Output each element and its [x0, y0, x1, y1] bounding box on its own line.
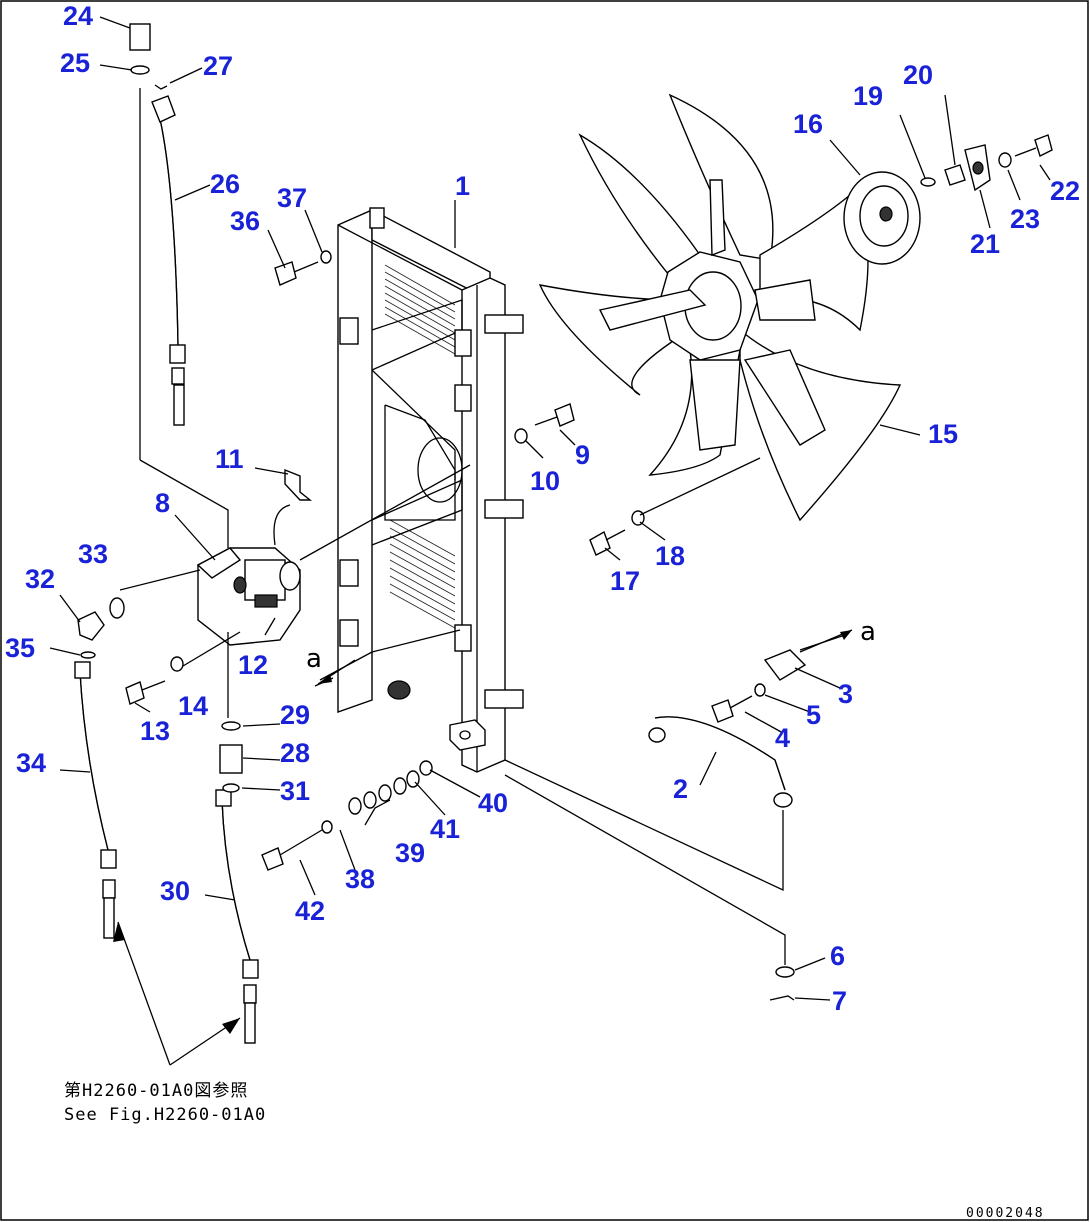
- label-15: 15: [928, 419, 958, 449]
- label-38: 38: [345, 864, 375, 894]
- label-41: 41: [430, 814, 460, 844]
- label-24: 24: [63, 1, 93, 31]
- svg-text:a: a: [306, 644, 322, 674]
- arrow-a-left: a: [306, 644, 356, 685]
- label-11: 11: [215, 444, 244, 474]
- label-18: 18: [655, 541, 685, 571]
- label-2: 2: [673, 774, 688, 804]
- label-19: 19: [853, 81, 883, 111]
- label-40: 40: [478, 788, 508, 818]
- label-5: 5: [806, 700, 821, 730]
- fan-coupling: [843, 171, 921, 265]
- hose-34: [74, 661, 117, 939]
- label-10: 10: [530, 466, 560, 496]
- label-28: 28: [280, 738, 310, 768]
- label-20: 20: [903, 60, 933, 90]
- radiator-frame: [319, 207, 524, 773]
- reference-note-english: See Fig.H2260-01A0: [64, 1105, 266, 1125]
- label-1: 1: [455, 171, 470, 201]
- label-17: 17: [610, 566, 640, 596]
- label-35: 35: [5, 633, 35, 663]
- pipe-2: [648, 716, 793, 808]
- arrow-a-right: a: [799, 617, 876, 653]
- label-4: 4: [775, 723, 790, 753]
- label-30: 30: [160, 876, 190, 906]
- label-9: 9: [575, 440, 590, 470]
- label-22: 22: [1050, 176, 1080, 206]
- label-42: 42: [295, 896, 325, 926]
- label-39: 39: [395, 838, 425, 868]
- label-37: 37: [277, 183, 307, 213]
- label-12: 12: [238, 650, 268, 680]
- svg-text:a: a: [860, 617, 876, 647]
- leader-lines: [49, 16, 1051, 1001]
- label-27: 27: [203, 51, 233, 81]
- reference-note-japanese: 第H2260-01A0図参照: [64, 1081, 248, 1101]
- reference-arrows: [113, 921, 241, 1066]
- label-7: 7: [832, 986, 847, 1016]
- fan-assembly: [538, 93, 902, 522]
- fan-motor: [196, 464, 471, 646]
- label-26: 26: [210, 169, 240, 199]
- label-25: 25: [60, 48, 90, 78]
- label-32: 32: [25, 564, 55, 594]
- hose-30: [215, 789, 259, 1044]
- label-21: 21: [970, 229, 1000, 259]
- small-parts: [77, 23, 1053, 1001]
- label-36: 36: [230, 206, 260, 236]
- label-6: 6: [830, 941, 845, 971]
- label-34: 34: [16, 748, 46, 778]
- label-16: 16: [793, 109, 823, 139]
- label-31: 31: [280, 776, 310, 806]
- label-8: 8: [155, 488, 170, 518]
- part-labels: 1 2 3 4 5 6 7 8 9 10 11 12 13 14 15 16 1…: [5, 1, 1080, 1016]
- label-33: 33: [78, 539, 108, 569]
- label-13: 13: [140, 716, 170, 746]
- label-29: 29: [280, 700, 310, 730]
- label-3: 3: [838, 679, 853, 709]
- label-23: 23: [1010, 204, 1040, 234]
- label-14: 14: [178, 691, 208, 721]
- hose-26: [151, 95, 186, 426]
- figure-code: 00002048: [966, 1206, 1045, 1221]
